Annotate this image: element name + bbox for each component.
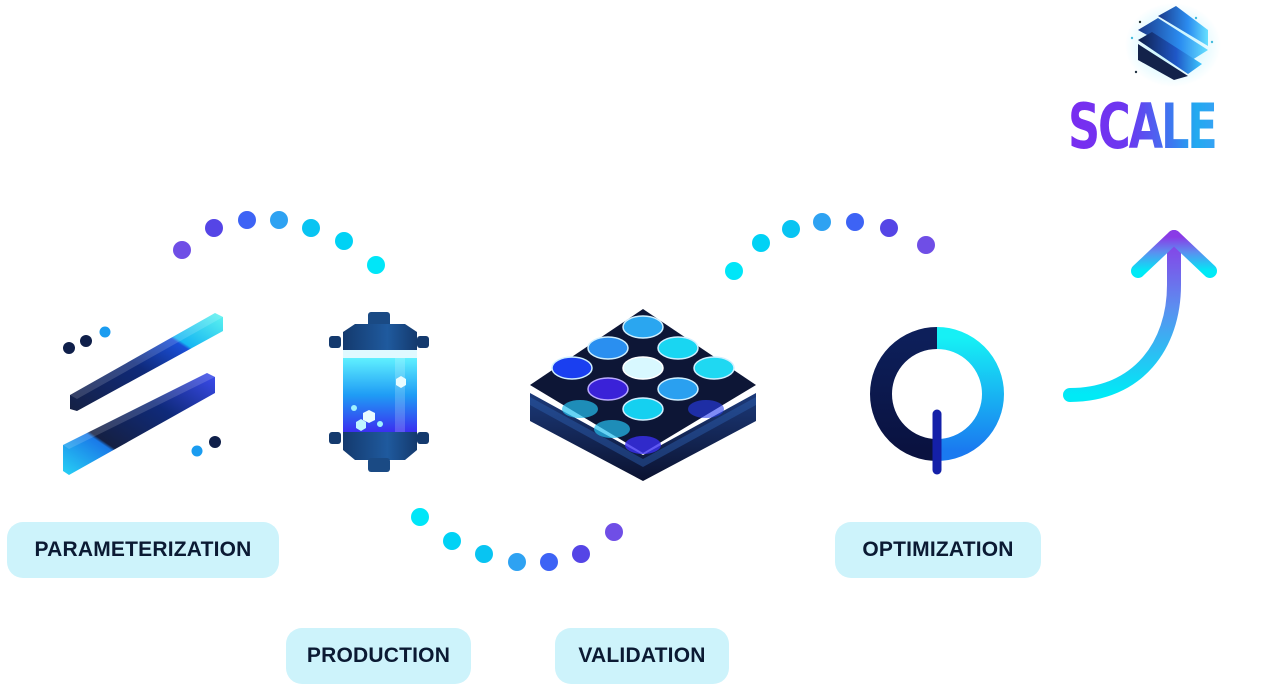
scale-up-arrow-icon — [1058, 225, 1228, 410]
scale-up-title: SCALE UP — [1068, 90, 1276, 163]
arc-dot — [443, 532, 461, 550]
arc-dot — [846, 213, 864, 231]
arc-dot — [270, 211, 288, 229]
arc-dot — [411, 508, 429, 526]
step-label-production: PRODUCTION — [286, 628, 471, 684]
arc-dot — [572, 545, 590, 563]
arc-dot — [725, 262, 743, 280]
arc-dot — [752, 234, 770, 252]
arc-dot — [302, 219, 320, 237]
arc-dot — [880, 219, 898, 237]
arc-dot — [917, 236, 935, 254]
crosshair-target-icon — [855, 310, 1020, 478]
arc-dot — [605, 523, 623, 541]
arc-dot — [205, 219, 223, 237]
arc-dot — [367, 256, 385, 274]
reactor-cylinder-icon — [325, 310, 435, 475]
arc-dot — [475, 545, 493, 563]
arc-dot — [540, 553, 558, 571]
well-plate-icon — [528, 305, 758, 483]
step-label-optimization: OPTIMIZATION — [835, 522, 1041, 578]
arc-dot — [782, 220, 800, 238]
parameter-bars-icon — [55, 305, 235, 485]
scale-up-logo-icon — [1118, 0, 1228, 90]
arc-dot — [813, 213, 831, 231]
arc-dot — [508, 553, 526, 571]
step-label-validation: VALIDATION — [555, 628, 729, 684]
arc-dot — [238, 211, 256, 229]
arc-dot — [173, 241, 191, 259]
step-label-parameterization: PARAMETERIZATION — [7, 522, 279, 578]
arc-dot — [335, 232, 353, 250]
